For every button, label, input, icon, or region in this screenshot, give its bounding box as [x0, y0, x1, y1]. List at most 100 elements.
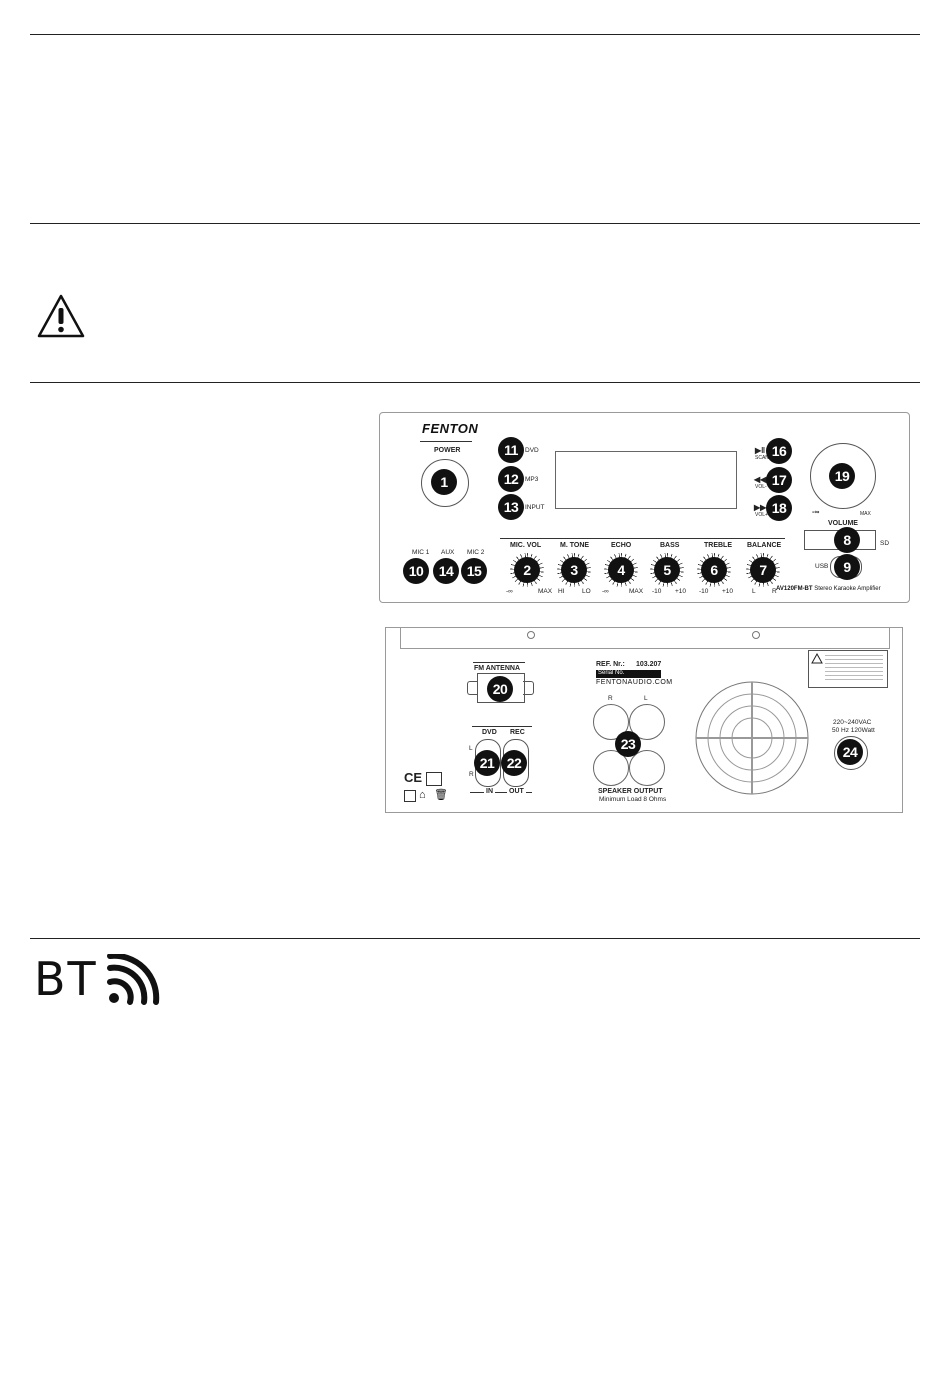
screw: [752, 631, 760, 639]
callout-24: 24: [837, 739, 863, 765]
channel-r: R: [469, 771, 474, 778]
fm-antenna-tab: [523, 681, 534, 695]
knob-label: TREBLE: [704, 542, 732, 549]
source-input-label: INPUT: [525, 504, 545, 511]
callout-8: 8: [834, 527, 860, 553]
speaker-output-label: SPEAKER OUTPUT: [598, 788, 663, 795]
callout-13: 11: [498, 437, 524, 463]
source-dvd-label: DVD: [525, 447, 539, 454]
knob-min: -10: [652, 588, 662, 595]
serial-label: Serial No.: [598, 670, 625, 676]
rear-panel: FM ANTENNA 20 DVD REC L R 21 22 IN OUT C…: [385, 627, 903, 813]
in-label: IN: [484, 788, 495, 795]
bluetooth-wave-icon: [107, 954, 160, 1005]
callout-9: 9: [834, 554, 860, 580]
volume-knob[interactable]: [810, 443, 876, 509]
knob-label: BASS: [660, 542, 680, 549]
callout-6: 6: [701, 557, 727, 583]
knob-min: -10: [699, 588, 709, 595]
top-rail: [400, 628, 890, 649]
warning-sticker: [808, 650, 888, 688]
power-button[interactable]: [421, 459, 469, 507]
model-description: Stereo Karaoke Amplifier: [814, 586, 881, 592]
mic2-label: MIC 2: [467, 549, 485, 556]
rec-label: REC: [510, 729, 525, 736]
callout-2: 2: [514, 557, 540, 583]
callout-21: 21: [474, 750, 500, 776]
knob-max: +10: [722, 588, 734, 595]
display-window: [555, 451, 737, 509]
fm-antenna-tab: [467, 681, 478, 695]
out-label: OUT: [507, 788, 526, 795]
ce-mark: CE: [404, 770, 423, 785]
serial-bar: [596, 670, 661, 678]
knob-max: MAX: [629, 588, 644, 595]
power-label: POWER: [434, 447, 461, 454]
warning-text-lines: [825, 655, 883, 683]
callout-4: 4: [608, 557, 634, 583]
play-pause-icon: ▶‖: [755, 446, 766, 455]
callout-16: 16: [766, 438, 792, 464]
speaker-l-label: L: [644, 695, 648, 702]
mains-voltage: 220~240VAC: [833, 719, 872, 726]
volume-max-label: MAX: [860, 511, 871, 517]
section-divider: [30, 382, 920, 383]
callout-19: 19: [829, 463, 855, 489]
callout-17: 17: [766, 467, 792, 493]
callout-10: 10: [403, 558, 429, 584]
knob-label: MIC. VOL: [510, 542, 542, 549]
vol-minus-label: VOL-: [755, 484, 767, 490]
website: FENTONAUDIO.COM: [596, 679, 673, 686]
vol-plus-label: VOL+: [755, 512, 768, 518]
callout-22: 22: [501, 750, 527, 776]
ref-label: REF. Nr.:: [596, 661, 625, 668]
knob-max: R: [772, 588, 777, 595]
ref-value: 103.207: [636, 661, 662, 668]
dvd-label: DVD: [482, 729, 497, 736]
knob-label: ECHO: [611, 542, 632, 549]
knob-max: LO: [582, 588, 591, 595]
knob-label: BALANCE: [747, 542, 782, 549]
mains-power: 50 Hz 120Watt: [832, 727, 875, 734]
power-divider: [420, 441, 472, 442]
brand-logo: FENTON: [422, 421, 479, 436]
section-divider: [30, 34, 920, 35]
knob-max: +10: [675, 588, 687, 595]
fm-antenna-connector[interactable]: [477, 673, 525, 703]
callout-15: 13: [498, 494, 524, 520]
callout-7: 7: [750, 557, 776, 583]
in-out-rule: [470, 792, 532, 793]
model-line: AV120FM-BT Stereo Karaoke Amplifier: [776, 586, 881, 592]
mains-socket[interactable]: [834, 736, 868, 770]
bt-logo: BT: [34, 948, 164, 1008]
channel-l: L: [469, 745, 473, 752]
recycle-bin-icon: 🗑: [434, 789, 448, 801]
aux-label: AUX: [441, 549, 455, 556]
speaker-output-sub: Minimum Load 8 Ohms: [599, 796, 667, 803]
fm-antenna-frame: [473, 662, 525, 663]
indoor-use-icon: ⌂: [419, 789, 426, 801]
callout-14: 12: [498, 466, 524, 492]
knob-min: HI: [558, 588, 565, 595]
callout-18: 18: [766, 495, 792, 521]
section-divider: [30, 938, 920, 939]
knob-min: -∞: [506, 588, 513, 595]
previous-icon: ◀◀: [754, 475, 767, 484]
sd-label: SD: [880, 540, 890, 547]
section-divider: [30, 223, 920, 224]
rca-divider: [472, 726, 532, 727]
speaker-terminal[interactable]: [629, 750, 665, 786]
usb-label: USB: [815, 563, 829, 570]
callout-23: 23: [615, 731, 641, 757]
scan-label: SCAN: [755, 455, 769, 461]
callout-1: 1: [431, 469, 457, 495]
tone-controls-divider: [500, 538, 785, 539]
next-icon: ▶▶: [754, 503, 767, 512]
volume-min-label: -∞: [812, 509, 820, 516]
screw: [527, 631, 535, 639]
knob-min: L: [752, 588, 756, 595]
warning-icon: [811, 653, 823, 664]
mic1-label: MIC 1: [412, 549, 430, 556]
double-insulation-icon: [404, 790, 416, 802]
speaker-r-label: R: [608, 695, 613, 702]
